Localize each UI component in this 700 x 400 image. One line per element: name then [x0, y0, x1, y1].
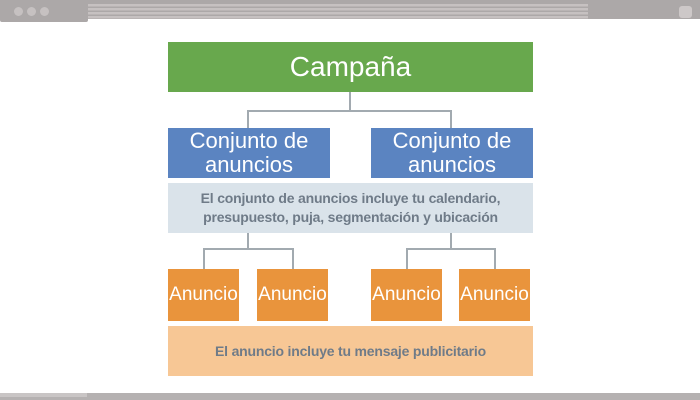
connector-ad2-drop	[292, 248, 294, 269]
ad-box-2: Anuncio	[257, 269, 328, 321]
ad-box-1: Anuncio	[168, 269, 239, 321]
window-dot-icon	[40, 6, 49, 16]
adset-note-line1: El conjunto de anuncios incluye tu calen…	[200, 190, 501, 206]
adset-note-banner: El conjunto de anuncios incluye tu calen…	[168, 183, 533, 233]
connector-campaign-stem	[349, 92, 351, 111]
browser-bottom-edge	[0, 393, 700, 400]
connector-ad3-drop	[406, 248, 408, 269]
connector-campaign-branch	[248, 110, 452, 112]
connector-left-ads-branch	[203, 248, 294, 250]
adset-box-left: Conjunto de anuncios	[168, 128, 330, 178]
window-dot-icon	[14, 6, 23, 16]
connector-right-adset-stem	[450, 233, 452, 250]
connector-ad1-drop	[203, 248, 205, 269]
ad-note-banner: El anuncio incluye tu mensaje publicitar…	[168, 326, 533, 376]
browser-bottom-edge-highlight	[0, 393, 87, 397]
ad-box-4: Anuncio	[459, 269, 530, 321]
connector-right-ads-branch	[406, 248, 496, 250]
connector-left-adset-stem	[247, 233, 249, 250]
ad-box-3: Anuncio	[371, 269, 442, 321]
text-lines-icon	[88, 4, 588, 19]
ad-note-text: El anuncio incluye tu mensaje publicitar…	[215, 342, 486, 359]
window-dot-icon	[27, 6, 36, 16]
adset-box-right: Conjunto de anuncios	[371, 128, 533, 178]
connector-adset-left-drop	[247, 110, 249, 128]
campaign-box: Campaña	[168, 42, 533, 92]
blank-square-icon	[679, 6, 692, 18]
connector-adset-right-drop	[450, 110, 452, 128]
adset-note-line2: presupuesto, puja, segmentación y ubicac…	[203, 209, 498, 225]
connector-ad4-drop	[494, 248, 496, 269]
